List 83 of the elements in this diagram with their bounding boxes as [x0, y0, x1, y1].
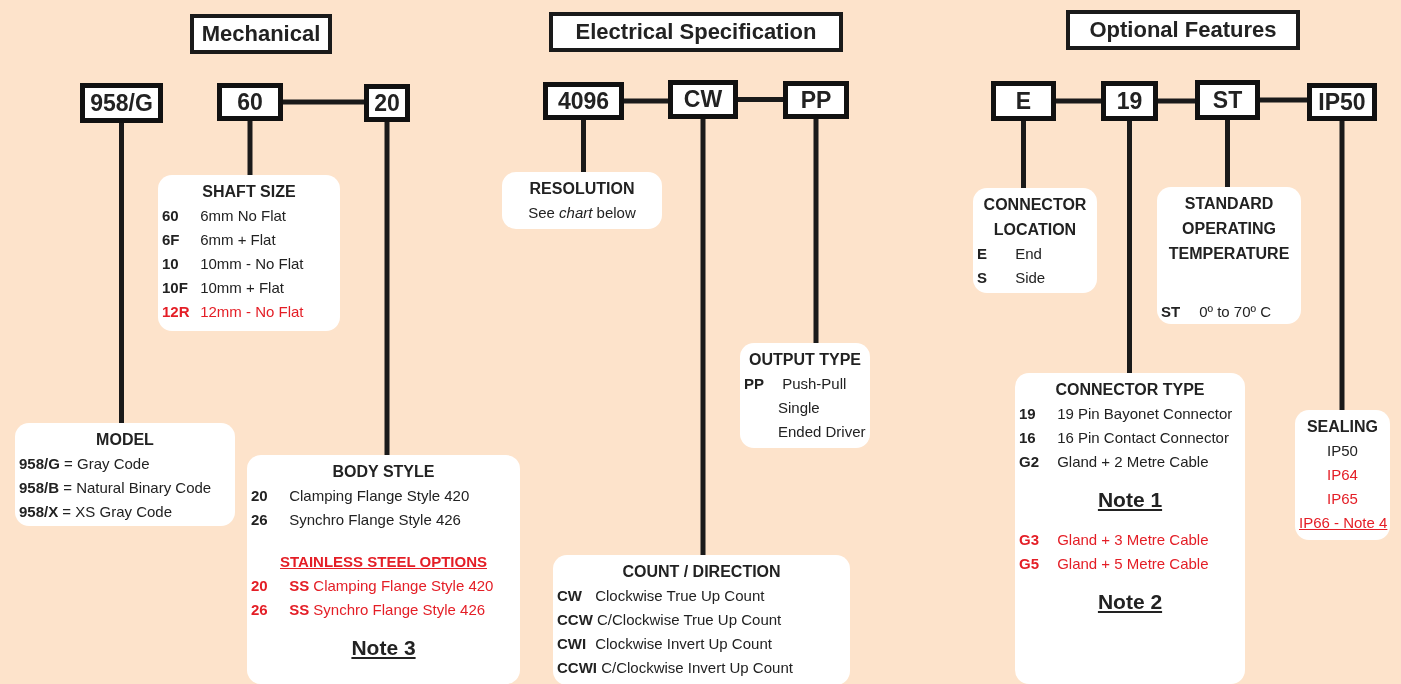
option-card	[158, 175, 340, 331]
option-row-text: 20 Clamping Flange Style 420	[251, 486, 471, 506]
option-row-text: 26 SS Synchro Flange Style 426	[251, 600, 487, 620]
section-heading: Optional Features	[1066, 10, 1300, 50]
code-field: IP50	[1307, 83, 1377, 121]
option-row-text: 6F 6mm + Flat	[162, 230, 277, 250]
connector-line	[1339, 121, 1345, 410]
option-card	[1015, 373, 1245, 684]
connector-line	[624, 98, 668, 104]
option-row-text: G2 Gland + 2 Metre Cable	[1019, 452, 1210, 472]
card-heading: COUNT / DIRECTION	[621, 562, 782, 582]
option-row-text: CWI Clockwise Invert Up Count	[557, 634, 773, 654]
option-card	[15, 423, 235, 526]
option-card	[247, 455, 520, 684]
option-row-text: 19 19 Pin Bayonet Connector	[1019, 404, 1234, 424]
option-row-text: E End	[977, 244, 1043, 264]
option-row-text: G5 Gland + 5 Metre Cable	[1019, 554, 1210, 574]
connector-line	[1225, 120, 1230, 187]
card-heading: RESOLUTION	[528, 179, 636, 199]
connector-line	[247, 121, 253, 175]
option-row-text: 10 10mm - No Flat	[162, 254, 305, 274]
connector-line	[119, 123, 124, 423]
option-row-text: CCW C/Clockwise True Up Count	[557, 610, 783, 630]
option-row-text: G3 Gland + 3 Metre Cable	[1019, 530, 1210, 550]
code-field: PP	[783, 81, 849, 119]
code-field: 19	[1101, 81, 1158, 121]
connector-line	[384, 122, 390, 455]
option-row-text: 20 SS Clamping Flange Style 420	[251, 576, 495, 596]
option-card	[502, 172, 662, 229]
card-heading: CONNECTOR TYPE	[1054, 380, 1206, 400]
section-subheading: STAINLESS STEEL OPTIONS	[279, 552, 488, 572]
connector-line	[581, 120, 586, 172]
option-row-text: 16 16 Pin Contact Connector	[1019, 428, 1230, 448]
connector-line	[813, 119, 819, 343]
note-text: Note 3	[350, 636, 417, 660]
option-card	[1295, 410, 1390, 540]
card-heading: SHAFT SIZE	[201, 182, 297, 202]
connector-line	[700, 119, 706, 555]
option-row-text: S Side	[977, 268, 1047, 288]
option-card	[973, 188, 1097, 293]
option-row-text: PP Push-Pull Single Ended Driver	[744, 374, 866, 442]
option-row-text: 10F 10mm + Flat	[162, 278, 285, 298]
card-heading: CONNECTOR LOCATION	[982, 195, 1088, 240]
code-field: E	[991, 81, 1056, 121]
section-heading: Electrical Specification	[549, 12, 843, 52]
connector-line	[1021, 121, 1026, 188]
connector-line	[1127, 121, 1132, 373]
option-row-text: 26 Synchro Flange Style 426	[251, 510, 462, 530]
section-heading: Mechanical	[190, 14, 332, 54]
option-row-text: IP50	[1326, 441, 1359, 461]
option-card	[740, 343, 870, 448]
option-row-text: 60 6mm No Flat	[162, 206, 287, 226]
option-row-text: IP64	[1326, 465, 1359, 485]
option-card	[1157, 187, 1301, 324]
option-row-text: 12R 12mm - No Flat	[162, 302, 305, 322]
code-field: 4096	[543, 82, 624, 120]
connector-line	[738, 97, 783, 102]
code-field: CW	[668, 80, 738, 119]
connector-line	[1056, 98, 1101, 104]
option-row-text: See chart below	[527, 203, 637, 223]
card-heading: SEALING	[1305, 417, 1380, 437]
option-row-text: 958/X = XS Gray Code	[19, 502, 173, 522]
card-heading: BODY STYLE	[331, 462, 436, 482]
card-heading: MODEL	[95, 430, 155, 450]
connector-line	[1158, 98, 1195, 104]
option-card	[553, 555, 850, 684]
option-row-text: CW Clockwise True Up Count	[557, 586, 766, 606]
code-field: 958/G	[80, 83, 163, 123]
card-heading: STANDARD OPERATING TEMPERATURE	[1167, 194, 1291, 264]
option-row-text: IP65	[1326, 489, 1359, 509]
option-row-text: ST 0º to 70º C	[1161, 302, 1272, 322]
connector-line	[1260, 97, 1307, 103]
note-text: Note 1	[1096, 488, 1164, 512]
option-row-text: IP66 - Note 4	[1299, 513, 1386, 533]
option-row-text: 958/B = Natural Binary Code	[19, 478, 213, 498]
code-field: 60	[217, 83, 283, 121]
code-field: ST	[1195, 80, 1260, 120]
code-field: 20	[364, 84, 410, 122]
option-row-text: 958/G = Gray Code	[19, 454, 151, 474]
connector-line	[283, 99, 364, 105]
card-heading: OUTPUT TYPE	[748, 350, 862, 370]
note-text: Note 2	[1096, 590, 1164, 614]
option-row-text: CCWI C/Clockwise Invert Up Count	[557, 658, 794, 678]
